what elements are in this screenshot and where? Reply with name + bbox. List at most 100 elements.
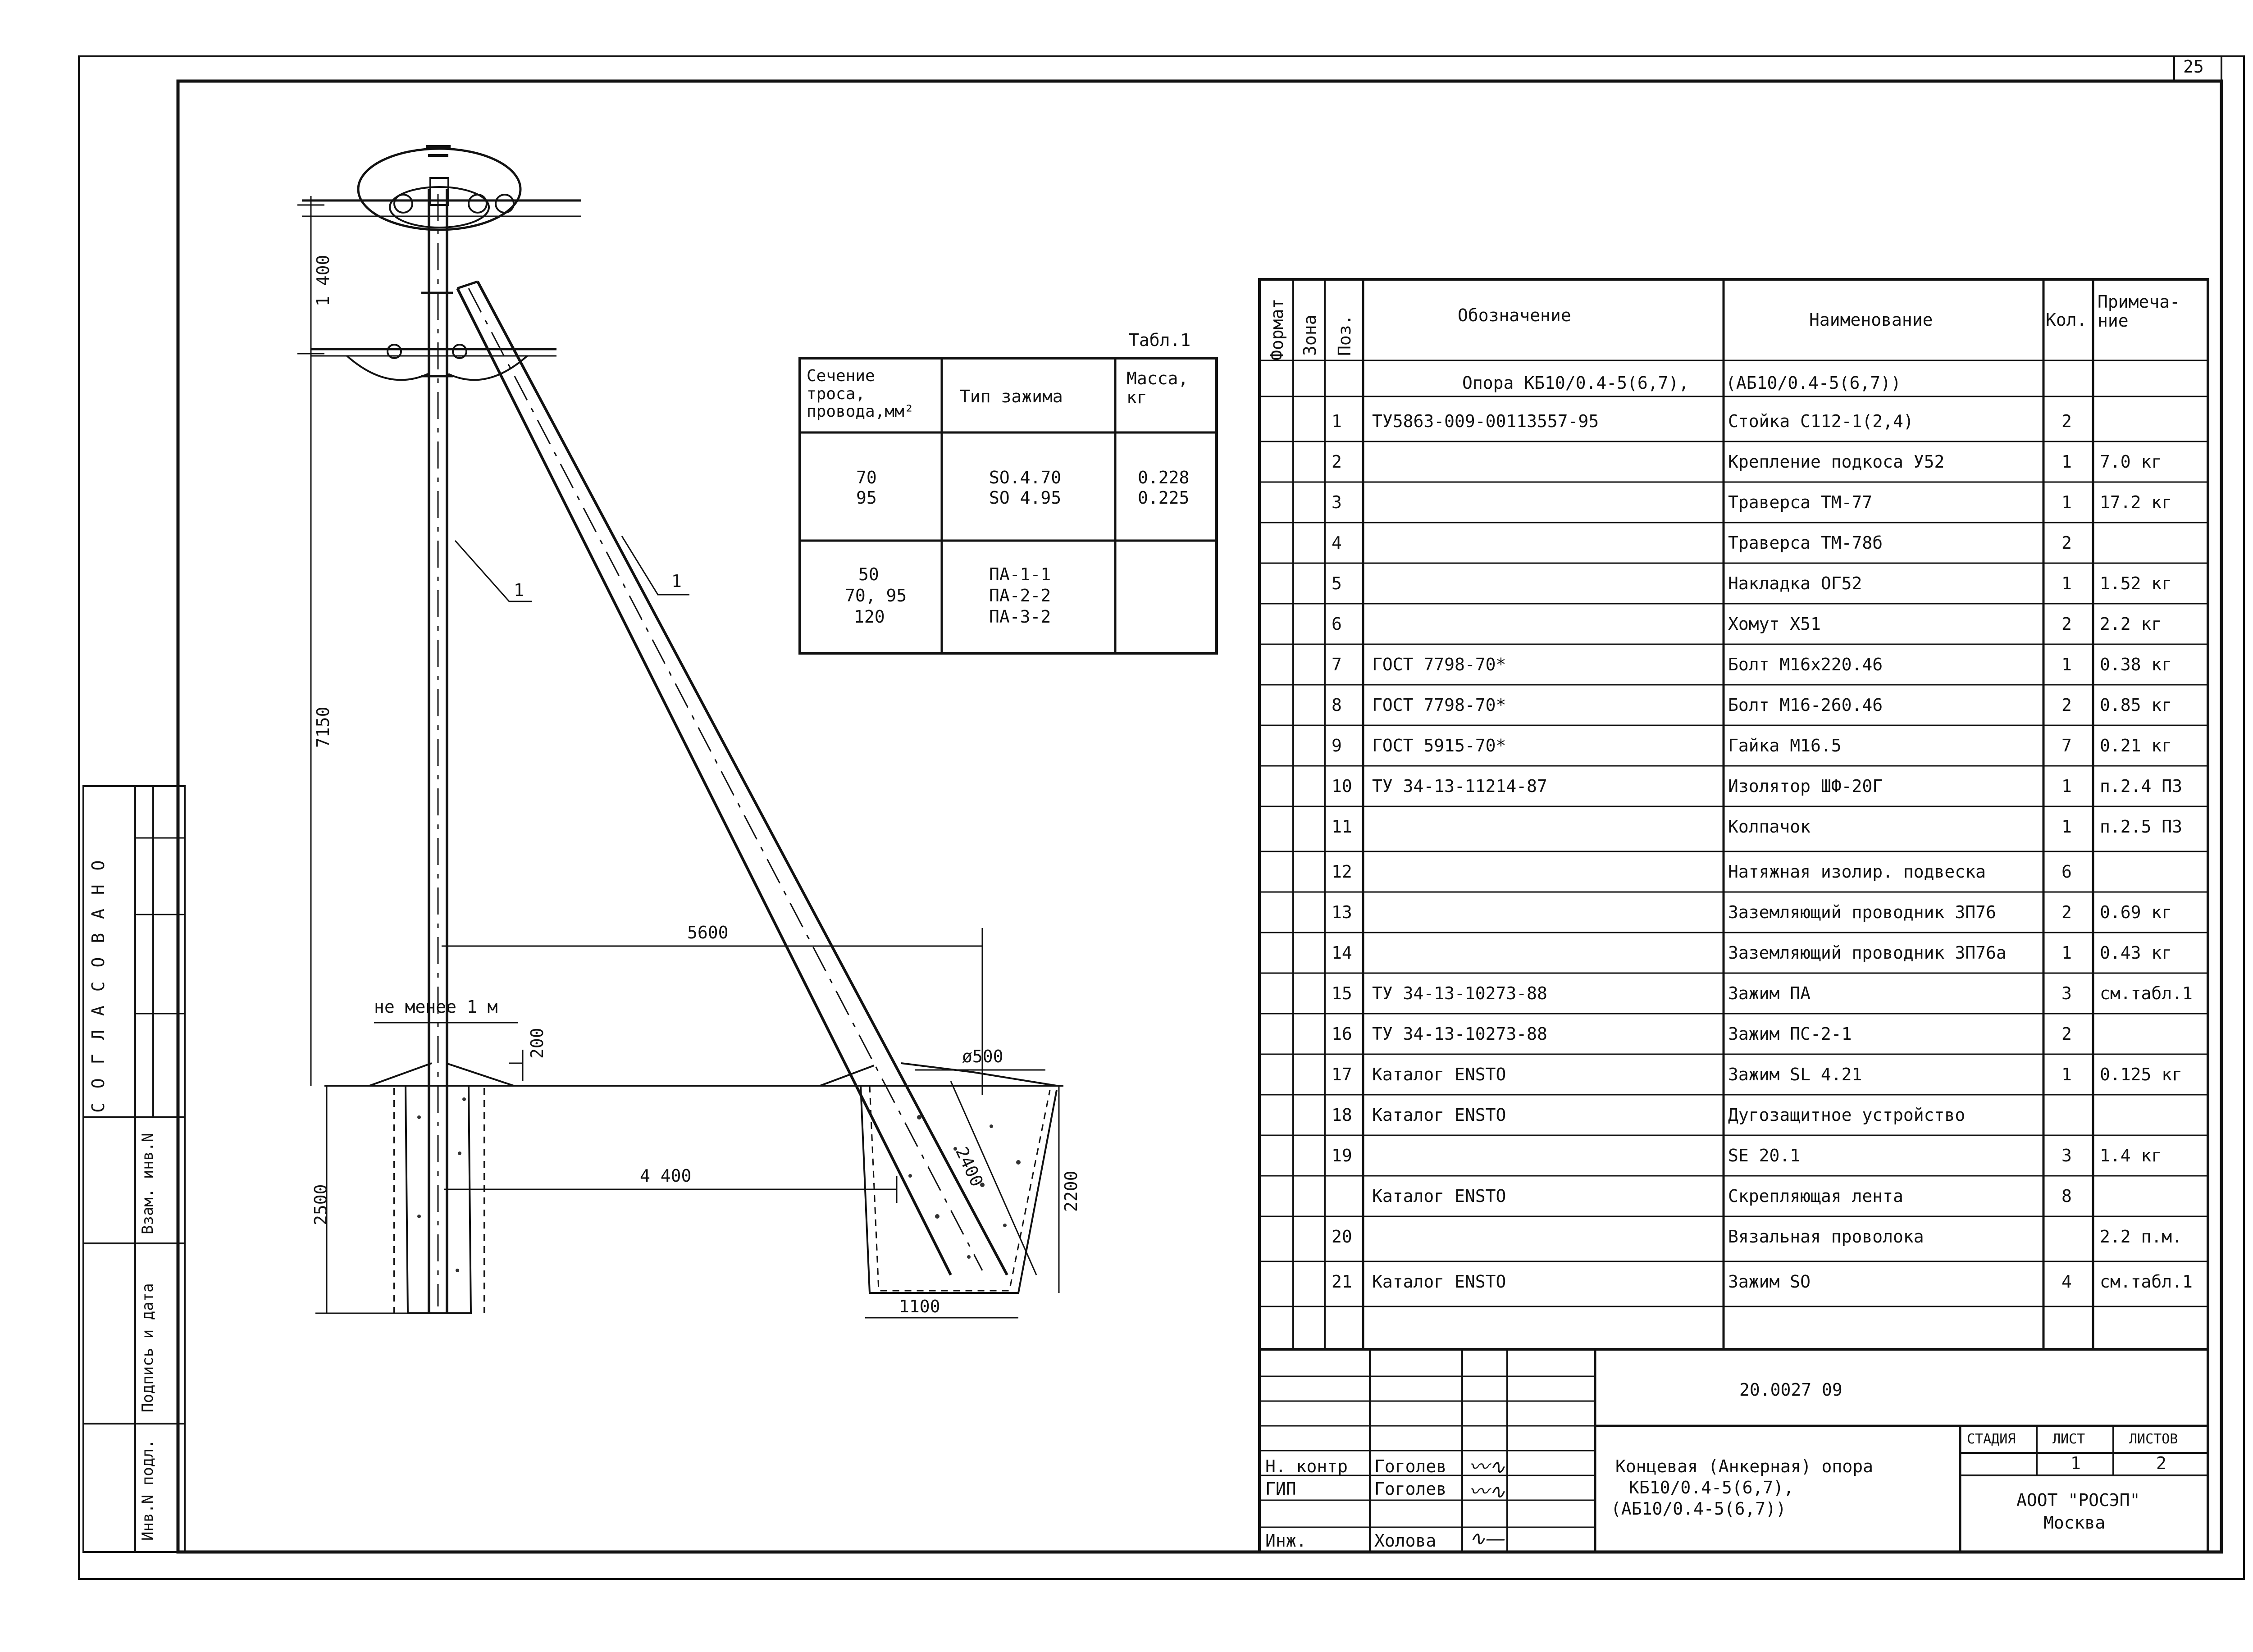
- spec-cell-note: см.табл.1: [2100, 1272, 2193, 1292]
- margin-inv-podl: Инв.N подл.: [139, 1439, 157, 1541]
- table1-frame: [798, 357, 1218, 655]
- spec-cell-note: 1.4 кг: [2100, 1146, 2162, 1165]
- margin-vzam: Взам. инв.N: [139, 1133, 157, 1234]
- table1-r2-clamp-c: ПА-3-2: [989, 607, 1051, 627]
- spec-cell-pos: 2: [1332, 452, 1342, 472]
- spec-cell-qty: 3: [2061, 983, 2072, 1003]
- spec-cell-name: Заземляющий проводник ЗП76: [1728, 902, 1996, 922]
- spec-header-designation: Обозначение: [1458, 305, 1571, 325]
- sheet-label: ЛИСТ: [2052, 1431, 2085, 1447]
- spec-cell-pos: 17: [1332, 1065, 1352, 1084]
- spec-cell-pos: 8: [1332, 695, 1342, 715]
- position-1-strut: 1: [671, 571, 682, 591]
- spec-cell-designation: Каталог ENSTO: [1372, 1105, 1506, 1125]
- spec-header-zone: Зона: [1300, 314, 1320, 356]
- spec-header-pos: Поз.: [1335, 314, 1355, 356]
- spec-cell-name: Натяжная изолир. подвеска: [1728, 862, 1986, 882]
- spec-cell-qty: 1: [2061, 817, 2072, 837]
- spec-cell-note: 0.69 кг: [2100, 902, 2172, 922]
- dim-2500: 2500: [311, 1184, 331, 1225]
- spec-section-designation: Опора КБ10/0.4-5(6,7),: [1462, 373, 1689, 393]
- name-n-kontr: Гоголев: [1374, 1456, 1447, 1476]
- spec-cell-note: п.2.4 ПЗ: [2100, 776, 2183, 796]
- spec-cell-note: 17.2 кг: [2100, 492, 2172, 512]
- spec-cell-designation: ГОСТ 7798-70*: [1372, 655, 1506, 674]
- spec-cell-designation: ТУ 34-13-10273-88: [1372, 983, 1547, 1003]
- doc-title-line1: Концевая (Анкерная) опора: [1615, 1456, 1873, 1476]
- table1-header-section: Сечение троса, провода,мм²: [807, 367, 914, 421]
- spec-cell-designation: ТУ 34-13-11214-87: [1372, 776, 1547, 796]
- organization-name: АООТ "РОСЭП": [2016, 1490, 2140, 1510]
- spec-cell-name: Вязальная проволока: [1728, 1227, 1924, 1247]
- spec-cell-pos: 5: [1332, 573, 1342, 593]
- spec-cell-pos: 13: [1332, 902, 1352, 922]
- spec-cell-qty: 1: [2061, 655, 2072, 674]
- spec-header-format: Формат: [1267, 298, 1287, 360]
- spec-cell-qty: 4: [2061, 1272, 2072, 1292]
- spec-cell-pos: 9: [1332, 736, 1342, 755]
- spec-header-qty: Кол.: [2046, 310, 2087, 330]
- spec-cell-pos: 3: [1332, 492, 1342, 512]
- spec-cell-qty: 6: [2061, 862, 2072, 882]
- spec-cell-pos: 16: [1332, 1024, 1352, 1044]
- spec-cell-qty: 1: [2061, 492, 2072, 512]
- table1-r1-clamp-b: SO 4.95: [989, 488, 1062, 508]
- spec-cell-note: 0.38 кг: [2100, 655, 2172, 674]
- spec-cell-name: Болт М16х220.46: [1728, 655, 1883, 674]
- spec-cell-designation: ТУ5863-009-00113557-95: [1372, 411, 1599, 431]
- table1-r2-section-b: 70, 95: [845, 586, 907, 605]
- name-gip: Гоголев: [1374, 1479, 1447, 1499]
- spec-cell-pos: 10: [1332, 776, 1352, 796]
- spec-cell-pos: 15: [1332, 983, 1352, 1003]
- spec-cell-note: 1.52 кг: [2100, 573, 2172, 593]
- spec-cell-name: Колпачок: [1728, 817, 1811, 837]
- table1-r2-clamp-b: ПА-2-2: [989, 586, 1051, 605]
- spec-cell-name: Хомут Х51: [1728, 614, 1821, 634]
- spec-cell-qty: 2: [2061, 533, 2072, 553]
- table1-r2-section-a: 50: [858, 564, 879, 584]
- spec-cell-qty: 2: [2061, 902, 2072, 922]
- stage-label: СТАДИЯ: [1967, 1431, 2016, 1447]
- spec-cell-name: Крепление подкоса У52: [1728, 452, 1945, 472]
- spec-cell-qty: 1: [2061, 573, 2072, 593]
- spec-cell-pos: 11: [1332, 817, 1352, 837]
- spec-cell-note: см.табл.1: [2100, 983, 2193, 1003]
- sheet-number-box: [2173, 55, 2222, 82]
- spec-cell-note: 2.2 п.м.: [2100, 1227, 2183, 1247]
- spec-cell-note: 2.2 кг: [2100, 614, 2162, 634]
- position-1-pole: 1: [514, 580, 524, 600]
- spec-cell-qty: 2: [2061, 695, 2072, 715]
- spec-cell-designation: Каталог ENSTO: [1372, 1065, 1506, 1084]
- spec-cell-pos: 21: [1332, 1272, 1352, 1292]
- spec-cell-pos: 20: [1332, 1227, 1352, 1247]
- spec-cell-name: Скрепляющая лента: [1728, 1186, 1903, 1206]
- spec-cell-name: Траверса ТМ-78б: [1728, 533, 1883, 553]
- spec-cell-note: п.2.5 ПЗ: [2100, 817, 2183, 837]
- spec-cell-designation: Каталог ENSTO: [1372, 1186, 1506, 1206]
- margin-stamp: [82, 785, 186, 1553]
- not-less-label: не менее 1 м: [374, 997, 498, 1017]
- spec-cell-pos: 19: [1332, 1146, 1352, 1165]
- doc-code: 20.0027 09: [1739, 1380, 1843, 1400]
- table1-r2-clamp-a: ПА-1-1: [989, 564, 1051, 584]
- dim-2200: 2200: [1061, 1170, 1081, 1212]
- spec-cell-note: 0.21 кг: [2100, 736, 2172, 755]
- spec-cell-qty: 1: [2061, 452, 2072, 472]
- spec-cell-pos: 6: [1332, 614, 1342, 634]
- spec-cell-name: Изолятор ШФ-20Г: [1728, 776, 1883, 796]
- spec-cell-pos: 12: [1332, 862, 1352, 882]
- spec-cell-name: Траверса ТМ-77: [1728, 492, 1873, 512]
- dim-5600: 5600: [687, 923, 729, 942]
- spec-cell-name: Зажим ПС-2-1: [1728, 1024, 1852, 1044]
- spec-cell-name: Зажим ПА: [1728, 983, 1811, 1003]
- inner-frame: [176, 79, 2223, 1554]
- spec-cell-qty: 1: [2061, 943, 2072, 963]
- spec-cell-qty: 2: [2061, 614, 2072, 634]
- spec-cell-pos: 18: [1332, 1105, 1352, 1125]
- sheet-value: 1: [2071, 1453, 2081, 1473]
- table1-r1-section-a: 70: [856, 468, 877, 487]
- signature-3: ∿—: [1469, 1527, 1505, 1550]
- role-n-kontr: Н. контр: [1265, 1456, 1348, 1476]
- spec-cell-note: 0.125 кг: [2100, 1065, 2183, 1084]
- spec-cell-qty: 2: [2061, 1024, 2072, 1044]
